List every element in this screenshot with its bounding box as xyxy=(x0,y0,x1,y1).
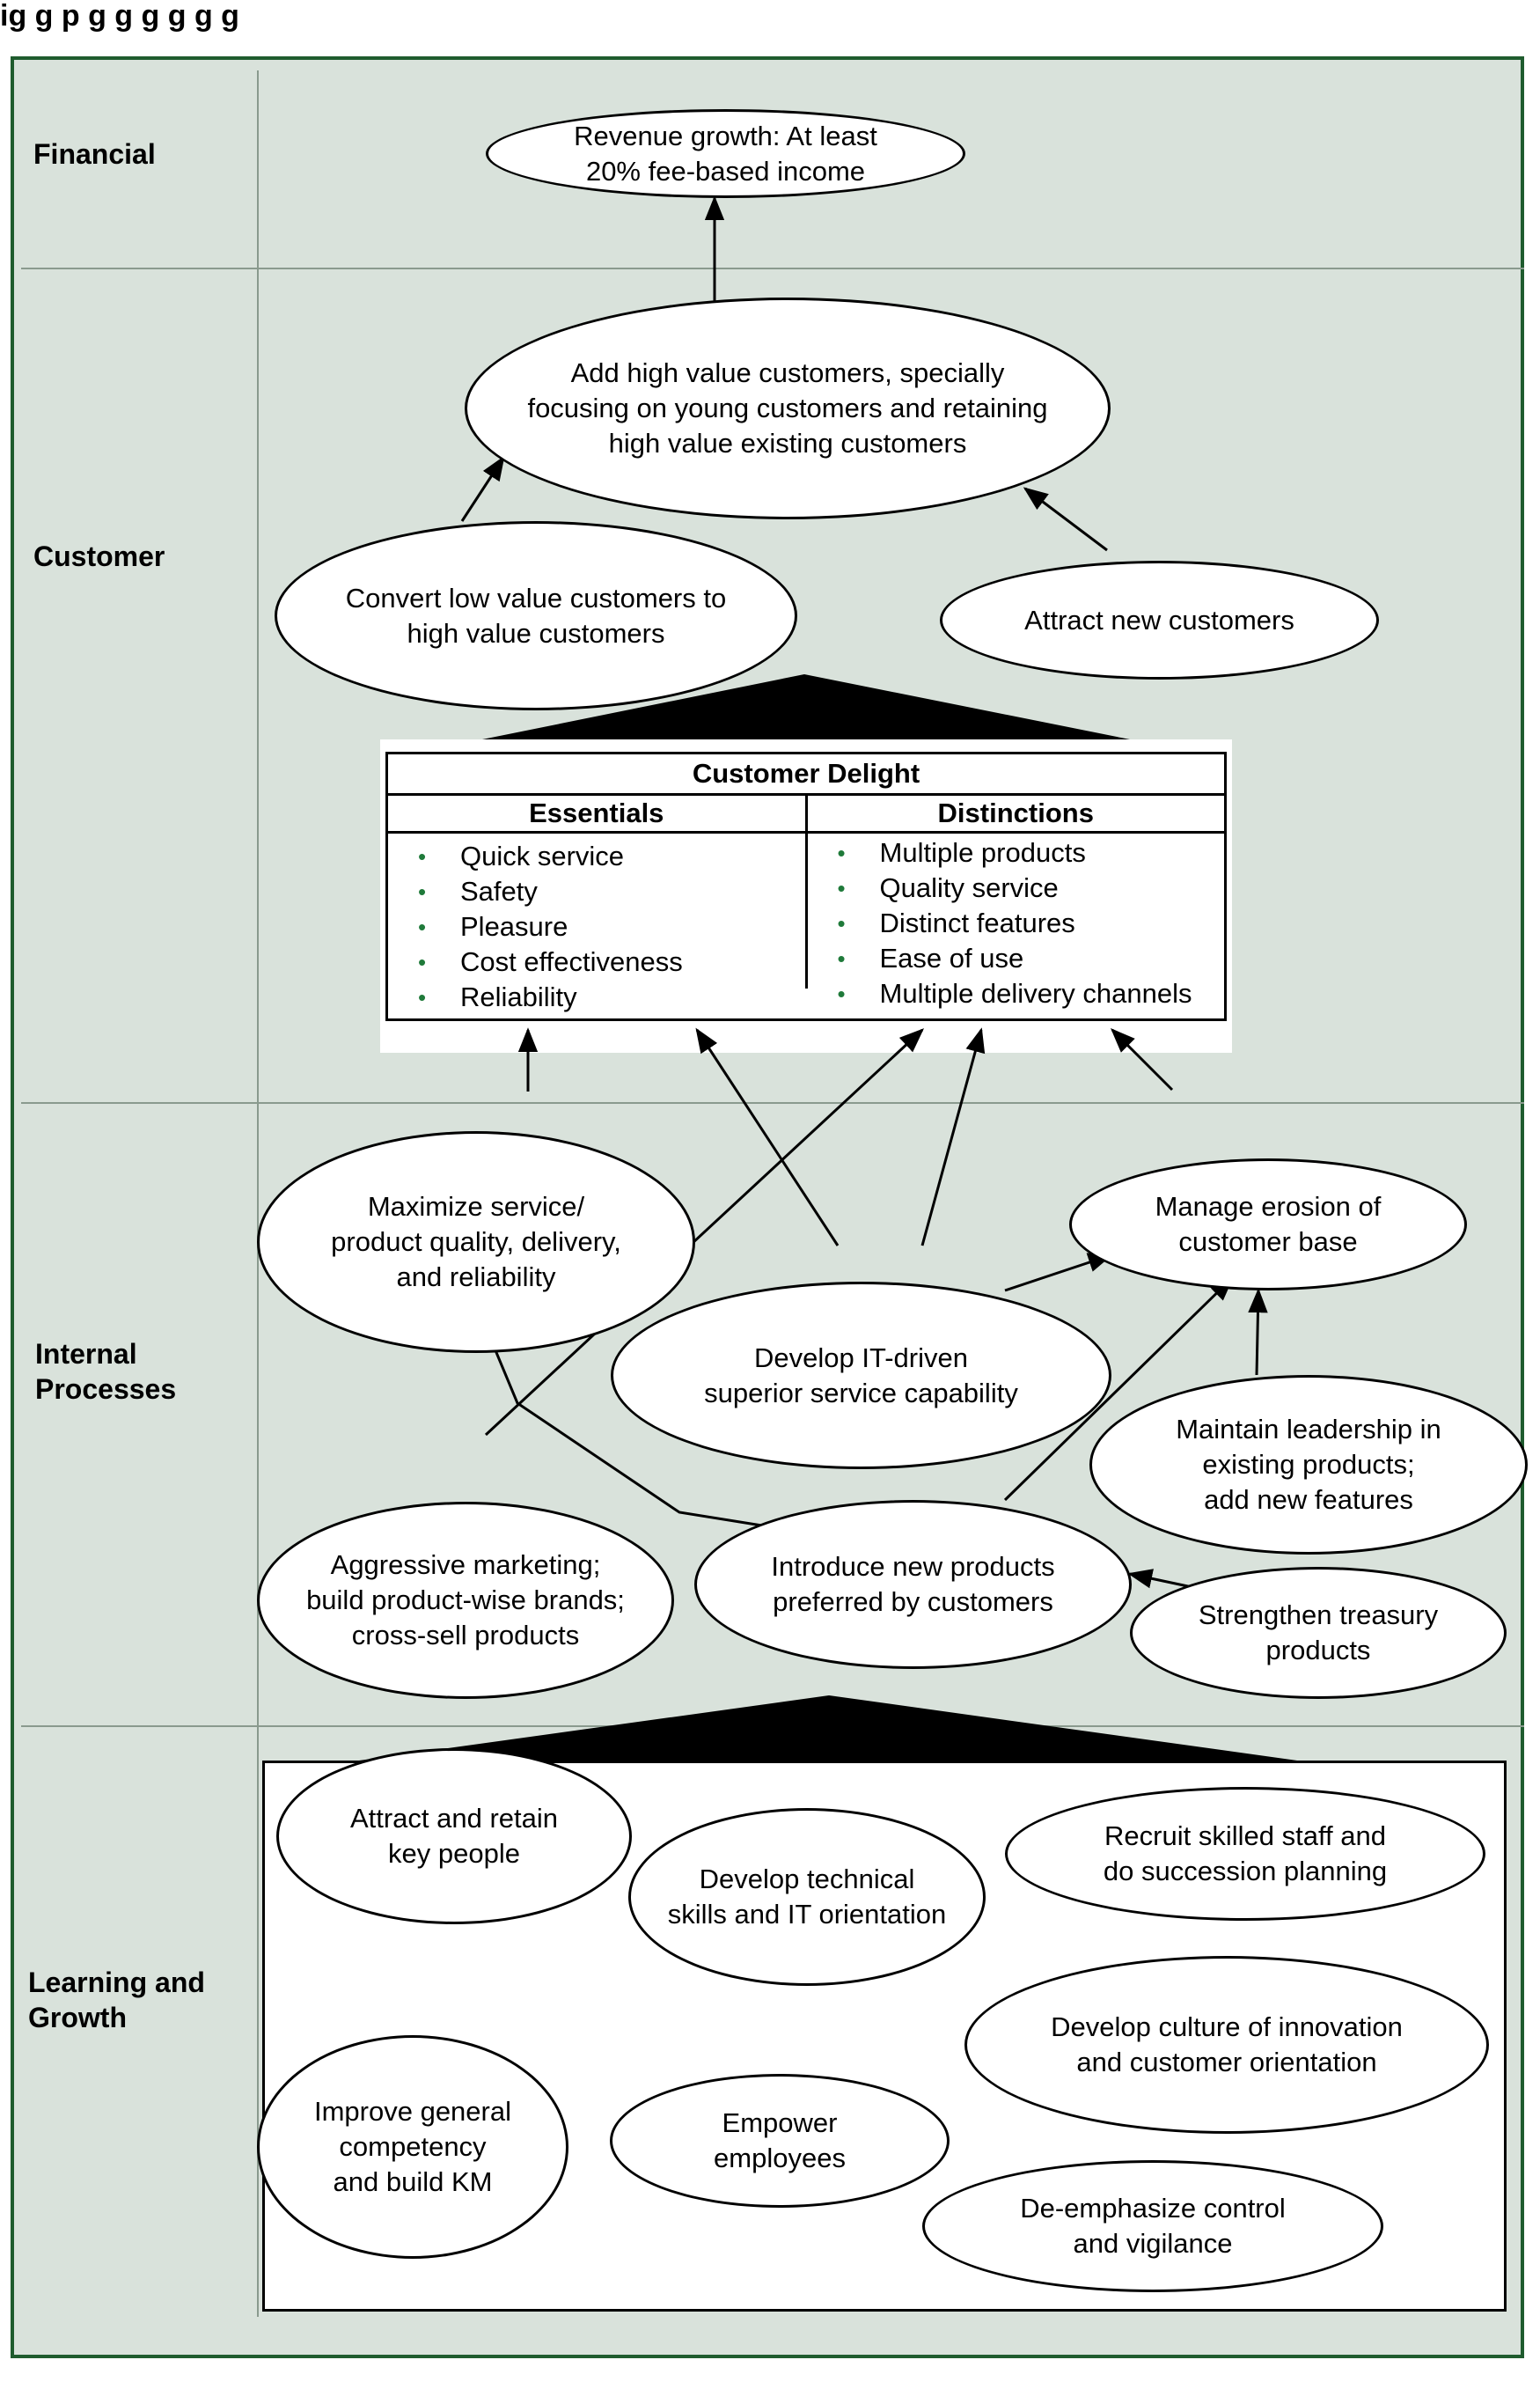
node-convert-line-1: Convert low value customers to xyxy=(345,582,727,614)
node-introduce-line-2: preferred by customers xyxy=(773,1586,1053,1617)
node-competency-line-1: Improve general xyxy=(313,2096,511,2127)
node-add-high-value-customers: Add high value customers, specially focus… xyxy=(465,298,1111,519)
essentials-item: Cost effectiveness xyxy=(418,945,805,980)
node-culture-line-1: Develop culture of innovation xyxy=(1051,2011,1403,2042)
node-leadership-line-2: existing products; xyxy=(1202,1449,1415,1480)
essentials-header: Essentials xyxy=(388,796,805,834)
band-label-learning-growth: Learning and Growth xyxy=(28,1965,205,2035)
node-recruit-line-2: do succession planning xyxy=(1103,1856,1388,1886)
divider-internal-learning xyxy=(21,1725,1524,1727)
node-add-line-2: focusing on young customers and retainin… xyxy=(527,393,1048,423)
node-develop-culture-innovation: Develop culture of innovation and custome… xyxy=(964,1956,1489,2134)
node-revenue-growth: Revenue growth: At least 20% fee-based in… xyxy=(486,109,965,198)
essentials-list: Quick service Safety Pleasure Cost effec… xyxy=(388,839,805,1015)
essentials-item: Pleasure xyxy=(418,909,805,945)
node-maintain-leadership: Maintain leadership in existing products;… xyxy=(1089,1375,1528,1555)
node-revenue-line-1: Revenue growth: At least xyxy=(574,120,877,151)
distinctions-item: Quality service xyxy=(838,871,1225,906)
node-introduce-new-products: Introduce new products preferred by custo… xyxy=(694,1500,1132,1669)
customer-delight-title: Customer Delight xyxy=(388,754,1224,796)
node-attract-retain-people: Attract and retain key people xyxy=(276,1748,632,1924)
distinctions-item: Multiple products xyxy=(838,835,1225,871)
node-maximize-line-1: Maximize service/ xyxy=(367,1191,585,1222)
node-aggressive-line-1: Aggressive marketing; xyxy=(330,1549,601,1580)
node-it-line-2: superior service capability xyxy=(704,1377,1018,1408)
node-leadership-line-1: Maintain leadership in xyxy=(1176,1414,1441,1445)
node-maximize-service-quality: Maximize service/product quality, delive… xyxy=(257,1131,695,1353)
node-deemphasize-control: De-emphasize control and vigilance xyxy=(922,2160,1383,2292)
node-leadership-line-3: add new features xyxy=(1204,1484,1413,1515)
node-empower-line-2: employees xyxy=(714,2143,846,2173)
node-aggressive-line-2: build product-wise brands; xyxy=(306,1584,625,1615)
node-tech-line-2: skills and IT orientation xyxy=(667,1899,947,1930)
node-competency-line-3: and build KM xyxy=(333,2166,493,2197)
node-add-line-1: Add high value customers, specially xyxy=(570,357,1005,388)
node-recruit-line-1: Recruit skilled staff and xyxy=(1104,1820,1386,1851)
node-manage-erosion: Manage erosion of customer base xyxy=(1069,1158,1467,1290)
band-label-learning-line: Learning and xyxy=(28,1967,205,1998)
node-attract-line-1: Attract new customers xyxy=(1024,604,1294,636)
distinctions-column: Distinctions Multiple products Quality s… xyxy=(804,796,1224,1011)
node-strengthen-treasury: Strengthen treasury products xyxy=(1130,1567,1507,1699)
node-introduce-line-1: Introduce new products xyxy=(771,1551,1055,1582)
node-treasury-line-2: products xyxy=(1265,1635,1371,1665)
node-add-line-3: high value existing customers xyxy=(608,428,967,459)
node-revenue-line-2: 20% fee-based income xyxy=(585,155,866,187)
node-recruit-skilled-staff: Recruit skilled staff and do succession p… xyxy=(1005,1787,1485,1921)
node-aggressive-marketing: Aggressive marketing; build product-wise … xyxy=(257,1502,674,1699)
essentials-item: Safety xyxy=(418,874,805,909)
essentials-column: Essentials Quick service Safety Pleasure… xyxy=(388,796,805,1015)
figure-caption: ig g p g g g g g g xyxy=(0,0,239,33)
band-label-financial: Financial xyxy=(33,138,156,170)
node-it-line-1: Develop IT-driven xyxy=(754,1342,968,1373)
node-develop-technical-skills: Develop technical skills and IT orientati… xyxy=(628,1808,986,1986)
node-maximize-line-3: and reliability xyxy=(396,1261,556,1292)
node-maximize-line-2: product quality, delivery, xyxy=(331,1226,621,1257)
divider-financial-customer xyxy=(21,268,1524,269)
node-erosion-line-1: Manage erosion of xyxy=(1155,1191,1382,1222)
essentials-item: Quick service xyxy=(418,839,805,874)
node-empower-employees: Empower employees xyxy=(610,2074,950,2208)
band-label-divider xyxy=(257,70,259,2317)
node-develop-it-driven-capability: Develop IT-driven superior service capabi… xyxy=(611,1282,1111,1469)
node-retain-line-2: key people xyxy=(388,1838,520,1869)
node-tech-line-1: Develop technical xyxy=(699,1864,915,1894)
distinctions-item: Ease of use xyxy=(838,941,1225,976)
node-deemphasize-line-2: and vigilance xyxy=(1073,2228,1233,2259)
band-label-internal-line: Internal xyxy=(35,1338,137,1370)
band-label-internal-processes: Internal Processes xyxy=(35,1336,176,1407)
distinctions-item: Distinct features xyxy=(838,906,1225,941)
node-attract-new-customers: Attract new customers xyxy=(940,561,1379,680)
node-erosion-line-2: customer base xyxy=(1178,1226,1358,1257)
node-competency-line-2: competency xyxy=(339,2131,487,2162)
essentials-item: Reliability xyxy=(418,980,805,1015)
band-label-processes-line: Processes xyxy=(35,1373,177,1405)
distinctions-header: Distinctions xyxy=(807,796,1224,834)
node-aggressive-line-3: cross-sell products xyxy=(351,1620,580,1650)
divider-customer-internal xyxy=(21,1102,1524,1104)
node-deemphasize-line-1: De-emphasize control xyxy=(1020,2193,1286,2224)
distinctions-item: Multiple delivery channels xyxy=(838,976,1225,1011)
customer-delight-table: Customer Delight Essentials Quick servic… xyxy=(385,752,1227,1021)
node-improve-competency: Improve general competency and build KM xyxy=(257,2035,568,2259)
node-empower-line-1: Empower xyxy=(722,2107,838,2138)
band-label-customer: Customer xyxy=(33,540,165,572)
node-culture-line-2: and customer orientation xyxy=(1076,2047,1377,2077)
node-convert-line-2: high value customers xyxy=(407,617,665,649)
distinctions-list: Multiple products Quality service Distin… xyxy=(808,835,1225,1011)
band-label-growth-line: Growth xyxy=(28,2002,127,2033)
node-treasury-line-1: Strengthen treasury xyxy=(1198,1599,1439,1630)
node-retain-line-1: Attract and retain xyxy=(349,1803,559,1834)
